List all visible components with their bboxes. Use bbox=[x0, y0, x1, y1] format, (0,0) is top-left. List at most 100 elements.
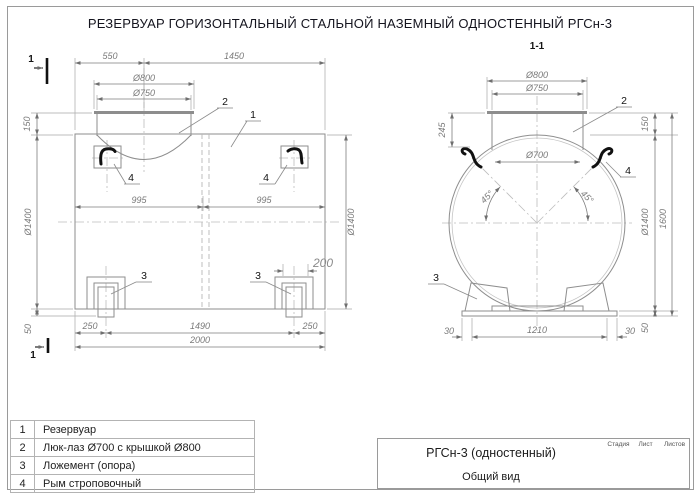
stage-value-cell bbox=[604, 450, 633, 466]
svg-text:2: 2 bbox=[621, 95, 627, 107]
table-row: 3 Ложемент (опора) bbox=[10, 456, 255, 475]
section-eye-right bbox=[591, 147, 614, 169]
section-label-top: 1 bbox=[28, 54, 34, 65]
svg-text:150: 150 bbox=[640, 116, 650, 131]
dim-45-left: 45° bbox=[479, 188, 496, 205]
column-sheets: Листов bbox=[663, 441, 686, 448]
dim-d800-side: Ø800 bbox=[93, 73, 195, 109]
part-name: Резервуар bbox=[34, 420, 255, 439]
svg-text:1210: 1210 bbox=[527, 325, 547, 335]
part-name: Ложемент (опора) bbox=[34, 456, 255, 475]
table-row: 1 Резервуар bbox=[10, 420, 255, 439]
manhole-section bbox=[487, 111, 587, 150]
section-callout-manhole: 2 bbox=[572, 95, 632, 133]
section-eye-left bbox=[460, 147, 483, 169]
section-view-label: 1-1 bbox=[530, 41, 545, 52]
dim-550-1450: 550 1450 bbox=[74, 51, 326, 130]
svg-text:2: 2 bbox=[222, 96, 228, 108]
table-row: 2 Люк-лаз Ø700 с крышкой Ø800 bbox=[10, 438, 255, 457]
dim-left-vertical: 150 Ø1400 50 bbox=[22, 112, 96, 334]
centerlines bbox=[58, 68, 342, 338]
dim-1450: 1450 bbox=[224, 51, 244, 61]
svg-text:Ø1400: Ø1400 bbox=[640, 208, 650, 236]
dim-section-right: 150 Ø1400 50 1600 bbox=[589, 112, 678, 333]
part-name: Люк-лаз Ø700 с крышкой Ø800 bbox=[34, 438, 255, 457]
sheets-value-cell bbox=[658, 450, 691, 466]
dim-245: 245 bbox=[437, 112, 485, 148]
dim-1490: 1490 bbox=[190, 321, 210, 331]
lifting-eye-right bbox=[280, 145, 309, 169]
callout-manhole: 2 bbox=[178, 96, 233, 134]
sheet-value-cell bbox=[633, 450, 658, 466]
svg-text:1: 1 bbox=[250, 109, 256, 121]
dim-995-right: 995 bbox=[256, 195, 272, 205]
svg-text:Ø700: Ø700 bbox=[525, 150, 548, 160]
view-name: Общий вид bbox=[462, 471, 520, 483]
lifting-eye-left bbox=[93, 145, 122, 169]
section-cut-mark-bottom: 1 bbox=[30, 338, 50, 361]
svg-text:30: 30 bbox=[625, 326, 635, 336]
parts-table: 1 Резервуар 2 Люк-лаз Ø700 с крышкой Ø80… bbox=[10, 420, 255, 493]
dim-section-bottom: 30 1210 30 bbox=[444, 318, 635, 341]
dim-150: 150 bbox=[22, 116, 32, 131]
section-view: 1-1 45° 45° bbox=[428, 41, 678, 341]
dim-bottom-chain: 250 1490 250 2000 bbox=[74, 311, 326, 351]
dim-550: 550 bbox=[102, 51, 117, 61]
svg-text:245: 245 bbox=[437, 122, 447, 139]
callout-tank: 1 bbox=[230, 109, 261, 148]
side-view: 1 1 bbox=[22, 51, 356, 361]
section-centerlines bbox=[442, 96, 632, 334]
dim-995-left: 995 bbox=[131, 195, 147, 205]
saddle-support bbox=[461, 282, 618, 317]
dim-d750-section: Ø750 bbox=[491, 83, 584, 110]
part-number: 4 bbox=[10, 474, 35, 493]
support-right bbox=[274, 276, 314, 318]
dim-250-right: 250 bbox=[301, 321, 317, 331]
dim-d750-side: Ø750 bbox=[96, 88, 192, 110]
table-row: 4 Рым строповочный bbox=[10, 474, 255, 493]
callout-support-left: 3 bbox=[110, 270, 152, 295]
svg-text:4: 4 bbox=[128, 172, 134, 184]
svg-text:3: 3 bbox=[141, 270, 147, 282]
dim-d700-section: Ø700 bbox=[495, 150, 580, 164]
callout-eye-right: 4 bbox=[259, 164, 288, 185]
dim-50: 50 bbox=[23, 324, 33, 334]
column-stage: Стадия bbox=[607, 441, 630, 448]
dim-200: 200 bbox=[312, 256, 333, 270]
svg-text:3: 3 bbox=[433, 272, 439, 284]
svg-text:Ø750: Ø750 bbox=[525, 83, 548, 93]
svg-text:50: 50 bbox=[640, 323, 650, 333]
section-label-bottom: 1 bbox=[30, 350, 36, 361]
part-name: Рым строповочный bbox=[34, 474, 255, 493]
dim-995: 995 995 bbox=[75, 195, 325, 211]
section-callout-eye: 4 bbox=[605, 161, 636, 178]
support-left bbox=[86, 276, 126, 318]
svg-text:4: 4 bbox=[263, 172, 269, 184]
part-number: 1 bbox=[10, 420, 35, 439]
svg-text:30: 30 bbox=[444, 326, 454, 336]
part-number: 3 bbox=[10, 456, 35, 475]
callout-eye-left: 4 bbox=[113, 163, 140, 185]
callout-support-right: 3 bbox=[250, 270, 292, 295]
part-number: 2 bbox=[10, 438, 35, 457]
column-sheet: Лист bbox=[638, 441, 653, 448]
dim-d1400-left: Ø1400 bbox=[23, 208, 33, 236]
section-callout-support: 3 bbox=[428, 272, 478, 300]
manhole-side bbox=[94, 111, 194, 160]
section-cut-mark-top: 1 bbox=[28, 54, 49, 84]
svg-text:4: 4 bbox=[625, 165, 631, 177]
sheet-border bbox=[7, 6, 694, 490]
dim-45-right: 45° bbox=[579, 189, 596, 206]
svg-text:1600: 1600 bbox=[658, 209, 668, 229]
dim-d800-section: Ø800 bbox=[486, 70, 588, 109]
dim-d800: Ø800 bbox=[132, 73, 155, 83]
dim-right-vertical: Ø1400 bbox=[327, 134, 356, 310]
title-block: РГСн-3 (одностенный) Общий вид Стадия Ли… bbox=[377, 438, 690, 489]
dim-d750: Ø750 bbox=[132, 88, 155, 98]
dim-d1400-right: Ø1400 bbox=[346, 208, 356, 236]
tank-outline bbox=[74, 133, 326, 310]
dim-200: 200 bbox=[274, 256, 333, 276]
svg-text:Ø800: Ø800 bbox=[525, 70, 548, 80]
